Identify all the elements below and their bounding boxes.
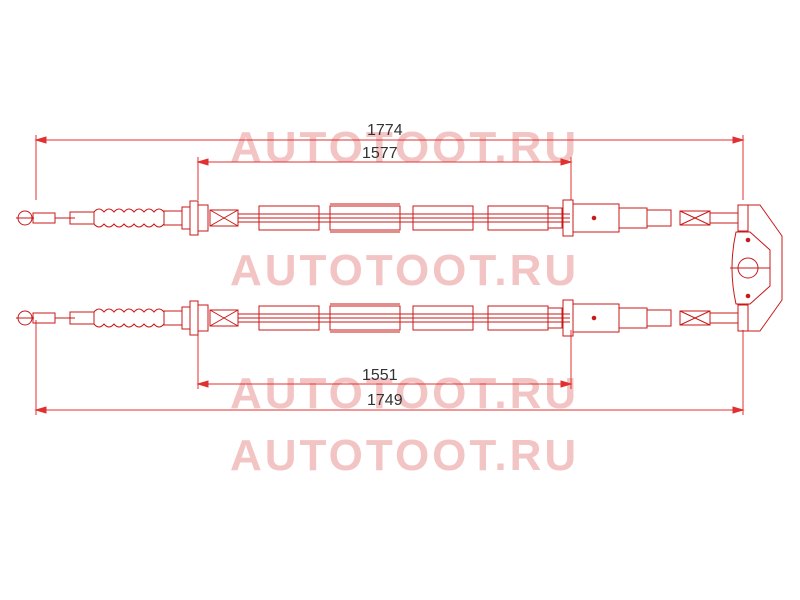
dimension-label-top-overall: 1774 <box>367 122 403 139</box>
dimension-lines <box>34 135 745 415</box>
dimension-labels: 1774 1577 1551 1749 <box>362 122 403 409</box>
dimension-label-bottom-overall: 1749 <box>367 392 403 409</box>
cable-upper <box>16 199 749 237</box>
cable-lower <box>16 299 749 337</box>
watermark-text: AUTOTOOT.RU <box>230 431 579 480</box>
watermark-text: AUTOTOOT.RU <box>230 123 579 172</box>
watermark-layer: AUTOTOOT.RU AUTOTOOT.RU AUTOTOOT.RU AUTO… <box>230 123 579 480</box>
watermark-text: AUTOTOOT.RU <box>230 369 579 418</box>
watermark-text: AUTOTOOT.RU <box>230 246 579 295</box>
equalizer-yoke <box>730 204 783 332</box>
dimension-label-bottom-inner: 1551 <box>362 367 398 384</box>
dimension-label-top-inner: 1577 <box>362 145 398 162</box>
